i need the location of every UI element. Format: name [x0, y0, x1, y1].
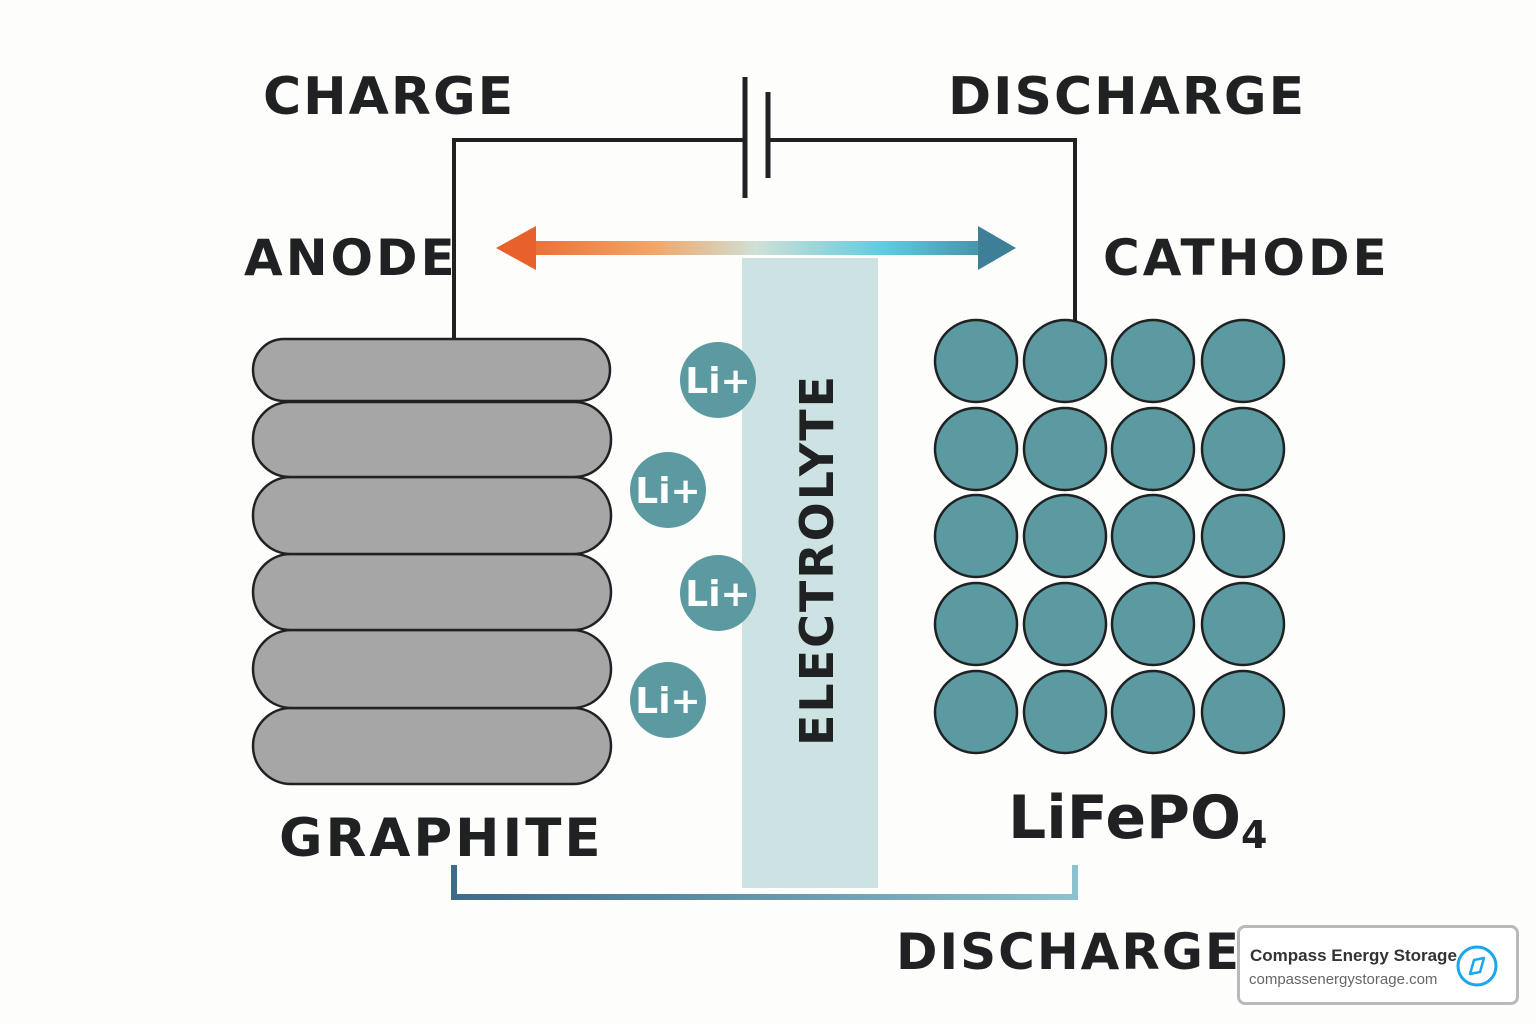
ion-label: Li+ [685, 361, 750, 402]
ion-label: Li+ [635, 681, 700, 722]
brand-url[interactable]: compassenergystorage.com [1249, 971, 1438, 988]
brand-name: Compass Energy Storage [1250, 946, 1457, 965]
circuit-wire [452, 138, 1077, 338]
cathode-particle [1022, 669, 1108, 755]
cathode-particle [1200, 669, 1286, 755]
brand-badge[interactable]: Compass Energy Storage compassenergystor… [1237, 925, 1519, 1005]
discharge-top-label: DISCHARGE [948, 67, 1306, 127]
discharge-bracket [451, 865, 1078, 900]
ion-circle [680, 342, 756, 418]
cathode-particle [1200, 493, 1286, 579]
cathode-particle [1022, 318, 1108, 404]
charge-label: CHARGE [263, 67, 515, 127]
graphite-layer [251, 628, 613, 710]
ion-label: Li+ [685, 574, 750, 615]
cathode-particle [1110, 581, 1196, 667]
cathode-lattice [933, 318, 1286, 755]
lithium-ion: Li+ [630, 662, 706, 738]
cathode-particle [1200, 581, 1286, 667]
ion-circle [630, 452, 706, 528]
compass-icon [1456, 945, 1498, 987]
cathode-particle [1022, 406, 1108, 492]
cathode-particle [1200, 318, 1286, 404]
cathode-particle [1200, 406, 1286, 492]
ion-circle [630, 662, 706, 738]
discharge-bottom-label: DISCHARGE [896, 923, 1241, 981]
ion-label: Li+ [635, 471, 700, 512]
lithium-ion: Li+ [630, 452, 706, 528]
graphite-layer [251, 706, 613, 786]
cathode-label: CATHODE [1103, 229, 1390, 287]
cathode-particle [933, 406, 1019, 492]
graphite-layer [251, 400, 613, 479]
graphite-layer [251, 337, 612, 403]
anode-label: ANODE [244, 229, 458, 287]
cathode-particle [933, 669, 1019, 755]
ion-flow-arrow [496, 226, 1016, 270]
cathode-particle [1110, 493, 1196, 579]
cathode-particle [1022, 581, 1108, 667]
cathode-particle [1110, 318, 1196, 404]
electrolyte-label: ELECTROLYTE [790, 374, 844, 746]
cathode-particle [1022, 493, 1108, 579]
graphite-anode [251, 337, 613, 786]
electrolyte-region [742, 258, 878, 888]
cathode-particle [933, 581, 1019, 667]
graphite-label: GRAPHITE [279, 808, 604, 869]
lithium-ion: Li+ [680, 342, 756, 418]
graphite-layer [251, 552, 613, 632]
cathode-material-label: LiFePO4 [1008, 783, 1267, 857]
cathode-particle [1110, 406, 1196, 492]
ion-circle [680, 555, 756, 631]
lithium-ions: Li+ Li+ Li+ Li+ [630, 342, 756, 738]
cathode-particle [933, 318, 1019, 404]
cathode-particle [1110, 669, 1196, 755]
lithium-ion: Li+ [680, 555, 756, 631]
cathode-particle [933, 493, 1019, 579]
graphite-layer [251, 475, 613, 556]
